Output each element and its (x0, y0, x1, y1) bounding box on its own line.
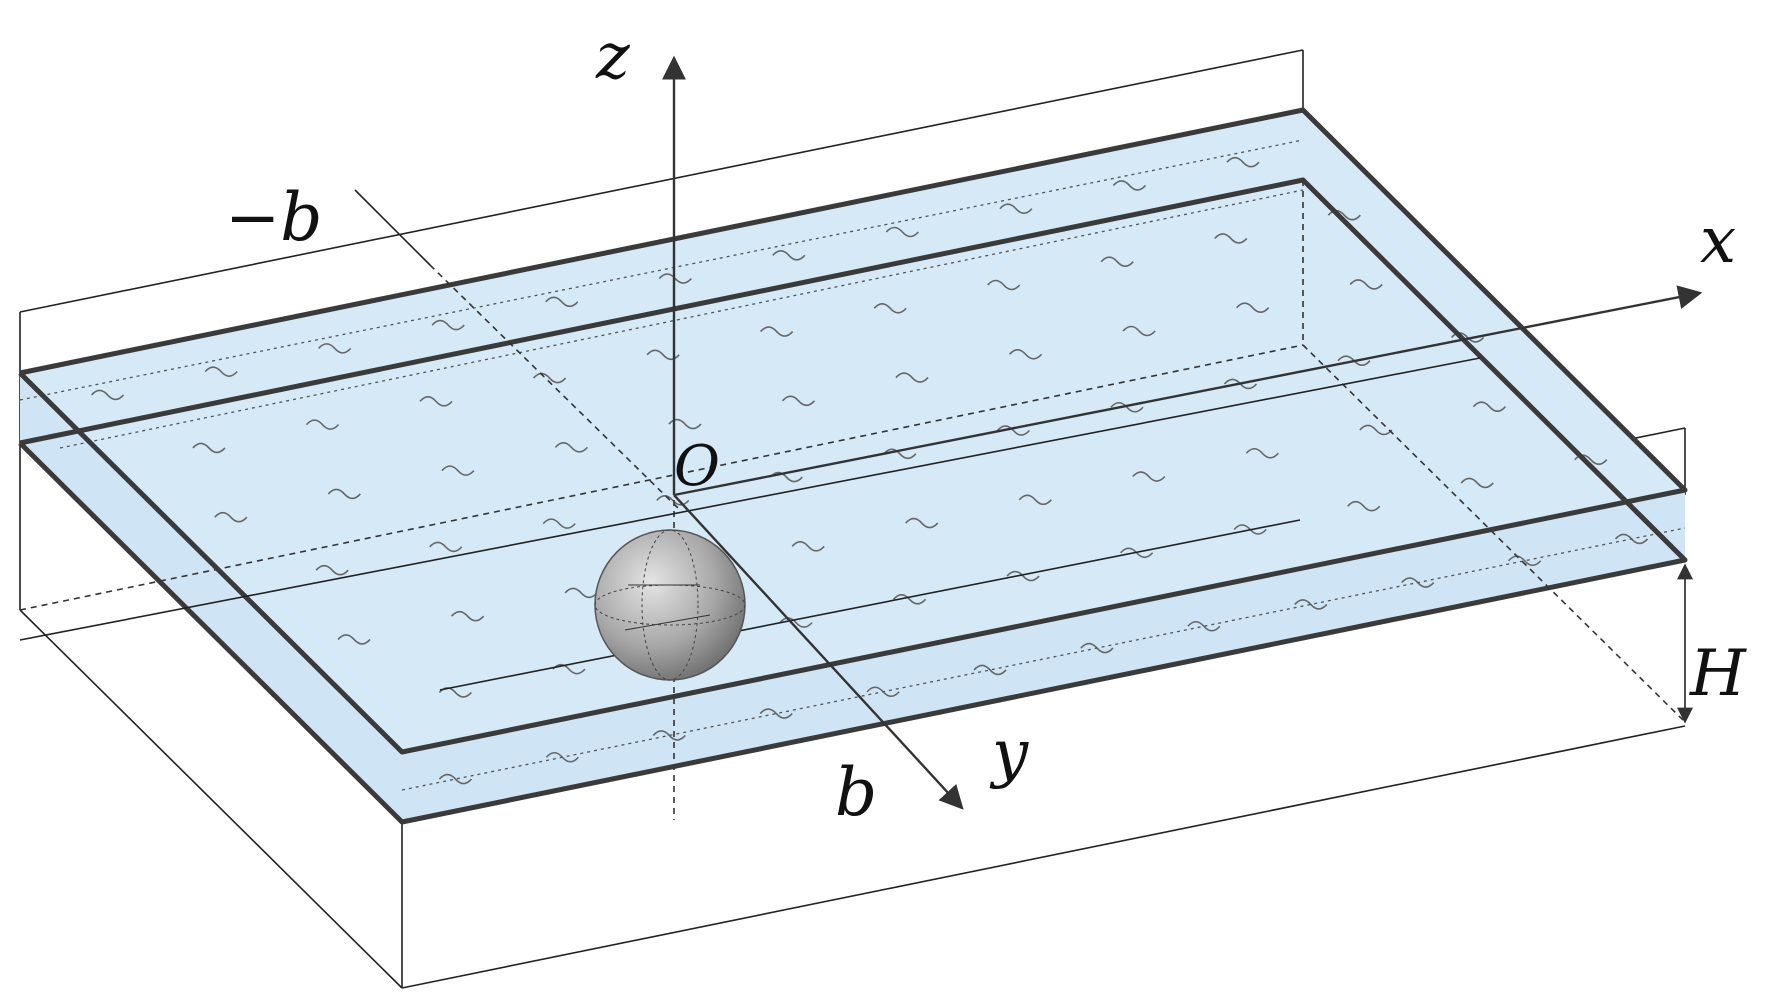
pos-b-label: b (835, 754, 877, 831)
height-label: H (1689, 637, 1747, 711)
wave-mark (305, 419, 340, 430)
wave-mark (905, 517, 939, 529)
wave-mark (214, 511, 248, 523)
wave-mark (431, 319, 465, 331)
wave-mark (779, 617, 813, 628)
wave-mark (973, 664, 1007, 676)
wave-mark (1112, 180, 1147, 191)
wave-mark (1008, 348, 1043, 360)
wave-mark (895, 372, 929, 383)
wave-mark (204, 366, 238, 377)
wave-mark (564, 587, 598, 599)
wave-mark (450, 610, 485, 622)
wave-mark (1508, 555, 1542, 567)
wave-mark (1460, 477, 1494, 489)
wave-mark (1132, 471, 1166, 482)
wave-mark (438, 773, 473, 785)
wave-mark (999, 203, 1033, 215)
wave-mark (545, 296, 579, 308)
z-axis-label: z (595, 20, 631, 94)
wave-mark (996, 425, 1030, 436)
wave-mark (652, 730, 686, 741)
wave-mark (315, 564, 349, 576)
wave-mark (1110, 401, 1144, 413)
b-lines (19, 189, 1481, 691)
wave-mark (429, 541, 463, 553)
wave-mark (791, 541, 825, 552)
wave-mark (1472, 401, 1507, 412)
wave-mark (769, 471, 803, 483)
fluid-left-face (20, 373, 402, 822)
y-axis-label: y (989, 717, 1029, 791)
wave-mark (552, 663, 586, 675)
wave-mark (1236, 302, 1270, 314)
y-axis (673, 494, 964, 810)
sphere (594, 529, 746, 681)
wave-mark (656, 495, 690, 506)
wave-mark (1018, 494, 1052, 506)
wave-mark (892, 594, 927, 605)
neg-b-label: −b (225, 179, 323, 256)
wave-mark (90, 389, 125, 401)
wave-mark (1245, 447, 1279, 459)
wave-mark (1359, 424, 1393, 436)
origin-label: O (674, 434, 720, 499)
fluid-front-face (402, 490, 1685, 822)
wave-mark (1347, 500, 1381, 512)
wave-mark (318, 343, 352, 354)
wave-mark (760, 326, 794, 337)
x-axis-label: x (1700, 204, 1736, 278)
wave-mark (419, 396, 453, 407)
wave-mark (987, 279, 1021, 291)
wave-mark (1122, 325, 1156, 337)
wave-mark (532, 372, 567, 384)
x-axis (673, 285, 1703, 497)
wave-mark (759, 708, 793, 719)
wave-mark (885, 226, 919, 238)
wave-mark (337, 634, 371, 645)
wave-mark (1100, 256, 1134, 268)
wave-mark (883, 448, 917, 460)
wave-mark (1349, 279, 1383, 290)
wave-mark (554, 442, 589, 453)
wave-mark (542, 518, 576, 529)
wave-mark (327, 488, 361, 500)
plate-edges (18, 107, 1688, 825)
wave-mark (658, 273, 692, 284)
wave-mark (1214, 233, 1248, 244)
wave-mark (1006, 570, 1040, 582)
wave-mark (192, 442, 226, 454)
inner-dotted-edges (19, 139, 1686, 791)
wave-mark (441, 465, 475, 476)
wave-mark (1294, 599, 1328, 610)
wave-mark (781, 395, 816, 407)
wave-mark (1226, 156, 1260, 168)
wave-mark (772, 249, 806, 261)
wave-mark (873, 302, 907, 314)
fluid-top-face (20, 110, 1685, 752)
wave-mark (1187, 620, 1221, 632)
